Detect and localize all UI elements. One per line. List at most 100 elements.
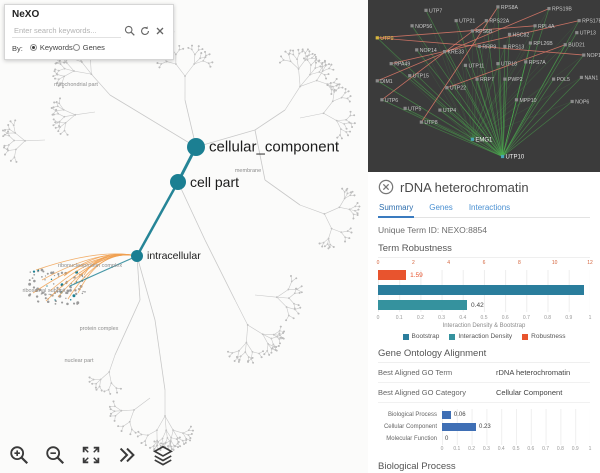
network-node[interactable]: UTP7 [424,8,442,14]
expand-tree-icon [119,447,135,463]
term-title: rDNA heterochromatin [400,179,529,195]
ontology-tree [2,20,361,452]
network-node[interactable]: RPS22A [484,19,510,25]
zoom-fit-button[interactable] [78,442,104,468]
network-node[interactable]: NOP56 [410,24,432,30]
zoom-in-button[interactable] [6,442,32,468]
tab-genes[interactable]: Genes [429,203,453,212]
ontology-node[interactable] [131,250,143,262]
svg-text:UTP21: UTP21 [459,19,475,25]
network-node[interactable]: HSC82 [507,32,530,38]
go-row-value: Cellular Component [496,388,563,397]
interaction-network-panel[interactable]: UTP7 RPS8A RPS19B RPS17B NOP56 UTP21 RPS22A RPL… [368,0,600,172]
network-node[interactable]: EMG1 [470,137,493,143]
svg-text:UTP8: UTP8 [424,120,437,126]
network-node[interactable]: DIM1 [375,79,393,85]
svg-text:NOP56: NOP56 [415,24,432,30]
radio-keywords[interactable]: Keywords [29,43,73,52]
tab-summary[interactable]: Summary [378,200,415,218]
robustness-bar-interaction-density: 0.42 [378,300,590,312]
network-node[interactable]: UTP9 [375,36,394,42]
network-node[interactable]: BUD21 [563,43,585,49]
layers-button[interactable] [150,442,176,468]
radio-genes[interactable]: Genes [72,43,105,52]
network-node[interactable]: UTP22 [445,86,466,92]
network-node[interactable]: RRP9 [477,44,497,50]
svg-text:RPS8A: RPS8A [501,5,519,11]
clear-icon[interactable] [154,25,166,37]
tab-interactions[interactable]: Interactions [468,203,511,212]
network-node[interactable]: RPS7A [524,60,546,66]
tree-term-label: ribonucleoprotein complex [57,263,123,269]
ontology-node-label: intracellular [147,250,201,262]
network-node[interactable]: RPS8A [496,5,518,11]
svg-text:NOP14: NOP14 [420,48,437,54]
network-node[interactable]: NOP1 [582,53,600,59]
zoom-out-icon [46,446,65,465]
svg-text:DIM1: DIM1 [380,79,393,85]
network-node[interactable]: NOP14 [415,48,437,54]
network-node[interactable]: UTP18 [496,62,517,68]
biological-process-heading: Biological Process [378,461,590,473]
network-node[interactable]: UTP8 [419,120,438,126]
zoom-out-button[interactable] [42,442,68,468]
network-node[interactable]: UTP10 [500,155,525,161]
network-node[interactable]: UTP13 [575,31,596,37]
svg-text:RPL4A: RPL4A [538,24,555,30]
network-node[interactable]: RPS6B [470,29,493,35]
svg-text:HSC82: HSC82 [513,32,530,38]
network-node[interactable]: RPA49 [389,62,411,68]
network-node[interactable]: RPS19B [547,7,572,13]
network-node[interactable]: UTP6 [380,98,398,104]
svg-text:UTP5: UTP5 [408,106,421,112]
network-node[interactable]: NAN1 [579,75,599,81]
svg-text:UTP6: UTP6 [385,98,398,104]
network-node[interactable]: KRE33 [442,50,464,56]
network-node[interactable]: UTP4 [438,108,456,114]
svg-text:RPS13: RPS13 [508,44,525,50]
svg-text:BUD21: BUD21 [568,43,585,49]
term-id-label: Unique Term ID: [378,225,440,235]
network-node[interactable]: POL5 [552,77,570,83]
search-input[interactable] [12,23,121,38]
interaction-network: UTP7 RPS8A RPS19B RPS17B NOP56 UTP21 RPS22A RPL… [375,5,600,161]
network-node[interactable]: UTP15 [408,74,429,80]
expand-tree-button[interactable] [114,442,140,468]
network-node[interactable]: RPS17B [577,19,600,25]
network-node[interactable]: RRP7 [475,77,494,83]
svg-text:RPA49: RPA49 [394,62,410,68]
network-node[interactable]: PWP2 [503,77,523,83]
svg-text:NOP6: NOP6 [575,99,589,105]
network-node[interactable]: MPP10 [514,98,537,104]
close-icon[interactable] [378,179,394,195]
svg-text:UTP22: UTP22 [450,86,466,92]
svg-text:PWP2: PWP2 [508,77,523,83]
robustness-axis-label: Interaction Density & Bootstrap [442,323,526,329]
layers-icon [153,445,173,466]
network-node[interactable]: UTP11 [463,63,484,69]
svg-text:RPL26B: RPL26B [533,41,553,47]
network-node[interactable]: RPS13 [503,44,524,50]
network-node[interactable]: RPL26B [528,41,553,47]
ontology-node[interactable] [170,174,186,190]
search-icon[interactable] [124,25,136,37]
network-node[interactable]: RPL4A [533,24,555,30]
network-node[interactable]: UTP5 [403,106,422,112]
ontology-node[interactable] [187,138,205,156]
tree-term-label: protein complex [79,326,119,332]
network-node[interactable]: NOP6 [570,99,590,105]
reset-icon[interactable] [139,25,151,37]
svg-text:EMG1: EMG1 [475,137,493,143]
tree-term-label: nuclear part [64,358,94,364]
network-node[interactable]: UTP21 [454,19,476,25]
svg-text:RPS19B: RPS19B [552,7,572,13]
